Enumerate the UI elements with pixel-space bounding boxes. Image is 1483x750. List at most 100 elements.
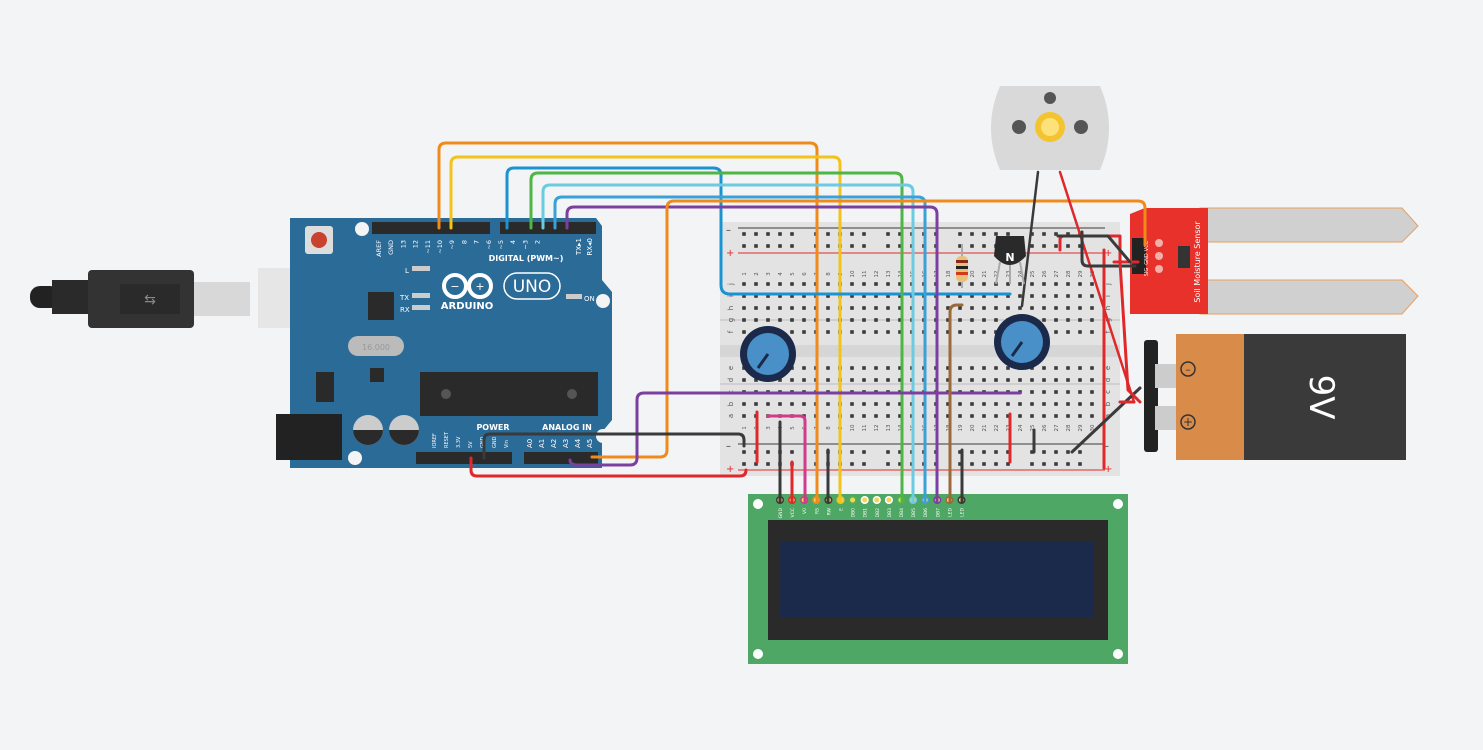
breadboard-hole <box>898 378 902 382</box>
rail-hole <box>850 232 854 236</box>
breadboard-hole <box>946 366 950 370</box>
usb-cable-icon[interactable]: ⇆ <box>30 268 308 328</box>
wire-motor-red[interactable] <box>1058 170 1136 404</box>
wire-sensor-red[interactable] <box>1112 260 1142 404</box>
rail-hole <box>886 244 890 248</box>
battery-plus: + <box>1183 415 1193 429</box>
rail-hole <box>862 462 866 466</box>
breadboard-row-label: d <box>727 378 735 382</box>
breadboard-hole <box>1066 390 1070 394</box>
breadboard-hole <box>982 378 986 382</box>
breadboard-hole <box>790 306 794 310</box>
breadboard-hole <box>742 318 746 322</box>
transistor[interactable]: N <box>994 236 1026 285</box>
breadboard-hole <box>886 414 890 418</box>
rail-hole <box>1066 244 1070 248</box>
soil-moisture-sensor[interactable]: Soil Moisture Sensor VCC GND SIG <box>1130 207 1419 315</box>
breadboard-hole <box>874 414 878 418</box>
breadboard-hole <box>970 282 974 286</box>
breadboard-hole <box>970 402 974 406</box>
wire-black-rail[interactable] <box>1080 230 1137 268</box>
breadboard-column-label: 29 <box>1078 270 1084 277</box>
lcd-pin-label: LED <box>947 507 953 516</box>
breadboard-hole <box>982 294 986 298</box>
breadboard-hole <box>874 366 878 370</box>
breadboard-hole <box>850 402 854 406</box>
breadboard-hole <box>958 306 962 310</box>
wire-orange[interactable] <box>437 141 819 504</box>
arduino-model: UNO <box>513 277 552 297</box>
breadboard-hole <box>1018 306 1022 310</box>
digital-pin-label: ~9 <box>448 240 456 250</box>
wire-black-sensor[interactable] <box>1056 234 1132 264</box>
breadboard-hole <box>742 402 746 406</box>
wire-purple[interactable] <box>565 205 939 504</box>
breadboard-hole <box>1090 318 1094 322</box>
breadboard-column-label: 12 <box>874 271 880 278</box>
breadboard-hole <box>1006 294 1010 298</box>
breadboard-hole <box>754 318 758 322</box>
breadboard-hole <box>778 318 782 322</box>
breadboard-hole <box>1042 294 1046 298</box>
digital-pin-label: AREF <box>375 240 383 257</box>
analog-label: ANALOG IN <box>542 423 592 432</box>
wire-lcd-v0[interactable] <box>766 414 807 504</box>
motor-icon[interactable] <box>991 86 1109 170</box>
breadboard-hole <box>1042 318 1046 322</box>
wire-orange-sensor[interactable] <box>590 199 1147 459</box>
rail-hole <box>790 244 794 248</box>
breadboard-hole <box>994 378 998 382</box>
wire-blue[interactable] <box>505 166 1012 296</box>
rail-hole <box>850 462 854 466</box>
crystal-label: 16.000 <box>362 343 390 352</box>
breadboard[interactable]: 1122334455667788991010111112121313141415… <box>720 222 1120 476</box>
breadboard-hole <box>946 330 950 334</box>
wire-battery-black[interactable] <box>1070 386 1142 454</box>
breadboard-hole <box>742 306 746 310</box>
wire-black-gnd[interactable] <box>482 432 746 460</box>
breadboard-hole <box>1042 414 1046 418</box>
potentiometer-icon[interactable] <box>994 314 1050 370</box>
breadboard-hole <box>826 378 830 382</box>
rail-hole <box>862 244 866 248</box>
wire-yellow[interactable] <box>449 155 842 504</box>
breadboard-hole <box>1078 306 1082 310</box>
digital-pin-label: ~11 <box>424 240 432 254</box>
wire-red-5v[interactable] <box>469 456 748 478</box>
breadboard-row-label: a <box>727 414 735 418</box>
breadboard-hole <box>982 330 986 334</box>
breadboard-hole <box>1078 282 1082 286</box>
breadboard-hole <box>970 366 974 370</box>
wire-green[interactable] <box>529 171 904 504</box>
breadboard-hole <box>970 414 974 418</box>
potentiometer-icon[interactable] <box>740 326 796 382</box>
breadboard-column-label: 24 <box>1018 424 1024 431</box>
digital-pin-label: 13 <box>399 240 407 248</box>
rail-hole <box>862 450 866 454</box>
wire-purple-2[interactable] <box>568 391 1022 467</box>
breadboard-column-label: 8 <box>826 272 832 276</box>
wire-lcd-led-a[interactable] <box>948 303 964 504</box>
wire-cyan[interactable] <box>541 183 915 504</box>
arduino-board[interactable]: 16.000 L TX RX ON − + ARDUINO UNO DIGITA… <box>276 218 612 468</box>
breadboard-hole <box>1054 306 1058 310</box>
breadboard-column-label: 18 <box>946 270 952 277</box>
breadboard-hole <box>898 282 902 286</box>
breadboard-hole <box>958 378 962 382</box>
digital-label: DIGITAL (PWM~) <box>489 254 564 263</box>
resistor-icon[interactable] <box>956 244 968 288</box>
breadboard-hole <box>1078 378 1082 382</box>
breadboard-hole <box>958 414 962 418</box>
breadboard-hole <box>946 414 950 418</box>
battery[interactable]: – + 9V <box>1144 334 1406 460</box>
breadboard-row-label: e <box>727 366 735 370</box>
tx-led-label: TX <box>399 294 409 302</box>
breadboard-hole <box>754 294 758 298</box>
rail-hole <box>1006 232 1010 236</box>
breadboard-hole <box>766 318 770 322</box>
rail-hole <box>1054 462 1058 466</box>
breadboard-hole <box>1006 378 1010 382</box>
breadboard-hole <box>982 402 986 406</box>
